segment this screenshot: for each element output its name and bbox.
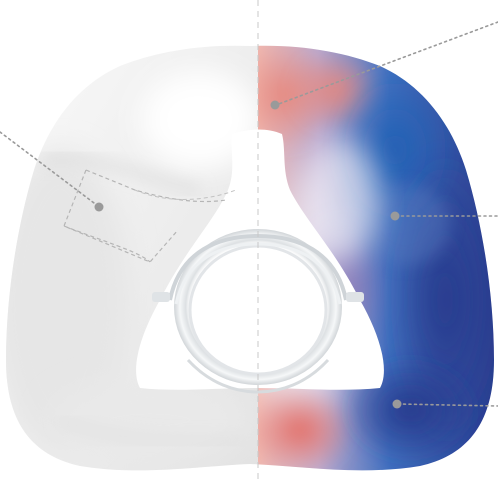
callout-bottom-right-dot <box>393 400 402 409</box>
callout-left-dot <box>95 203 104 212</box>
callout-mid-right-dot <box>391 212 400 221</box>
callout-top-right-dot <box>271 101 280 110</box>
